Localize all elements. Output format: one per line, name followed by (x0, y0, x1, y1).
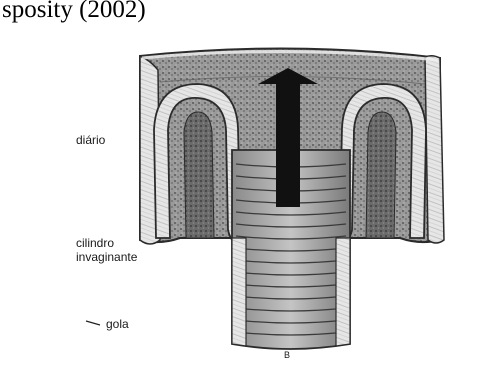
label-collar-text: gola (106, 317, 129, 331)
label-intermediate: diário (76, 133, 106, 147)
label-sheath-line1: cilindro (76, 236, 114, 250)
label-collar: gola (86, 317, 129, 331)
label-intermediate-text: diário (76, 133, 106, 147)
heading-fragment: sposity (2002) (2, 0, 146, 23)
panel-letter: B (284, 350, 290, 360)
label-sheath: cilindro invaginante (76, 236, 138, 264)
label-sheath-line2: invaginante (76, 250, 138, 264)
